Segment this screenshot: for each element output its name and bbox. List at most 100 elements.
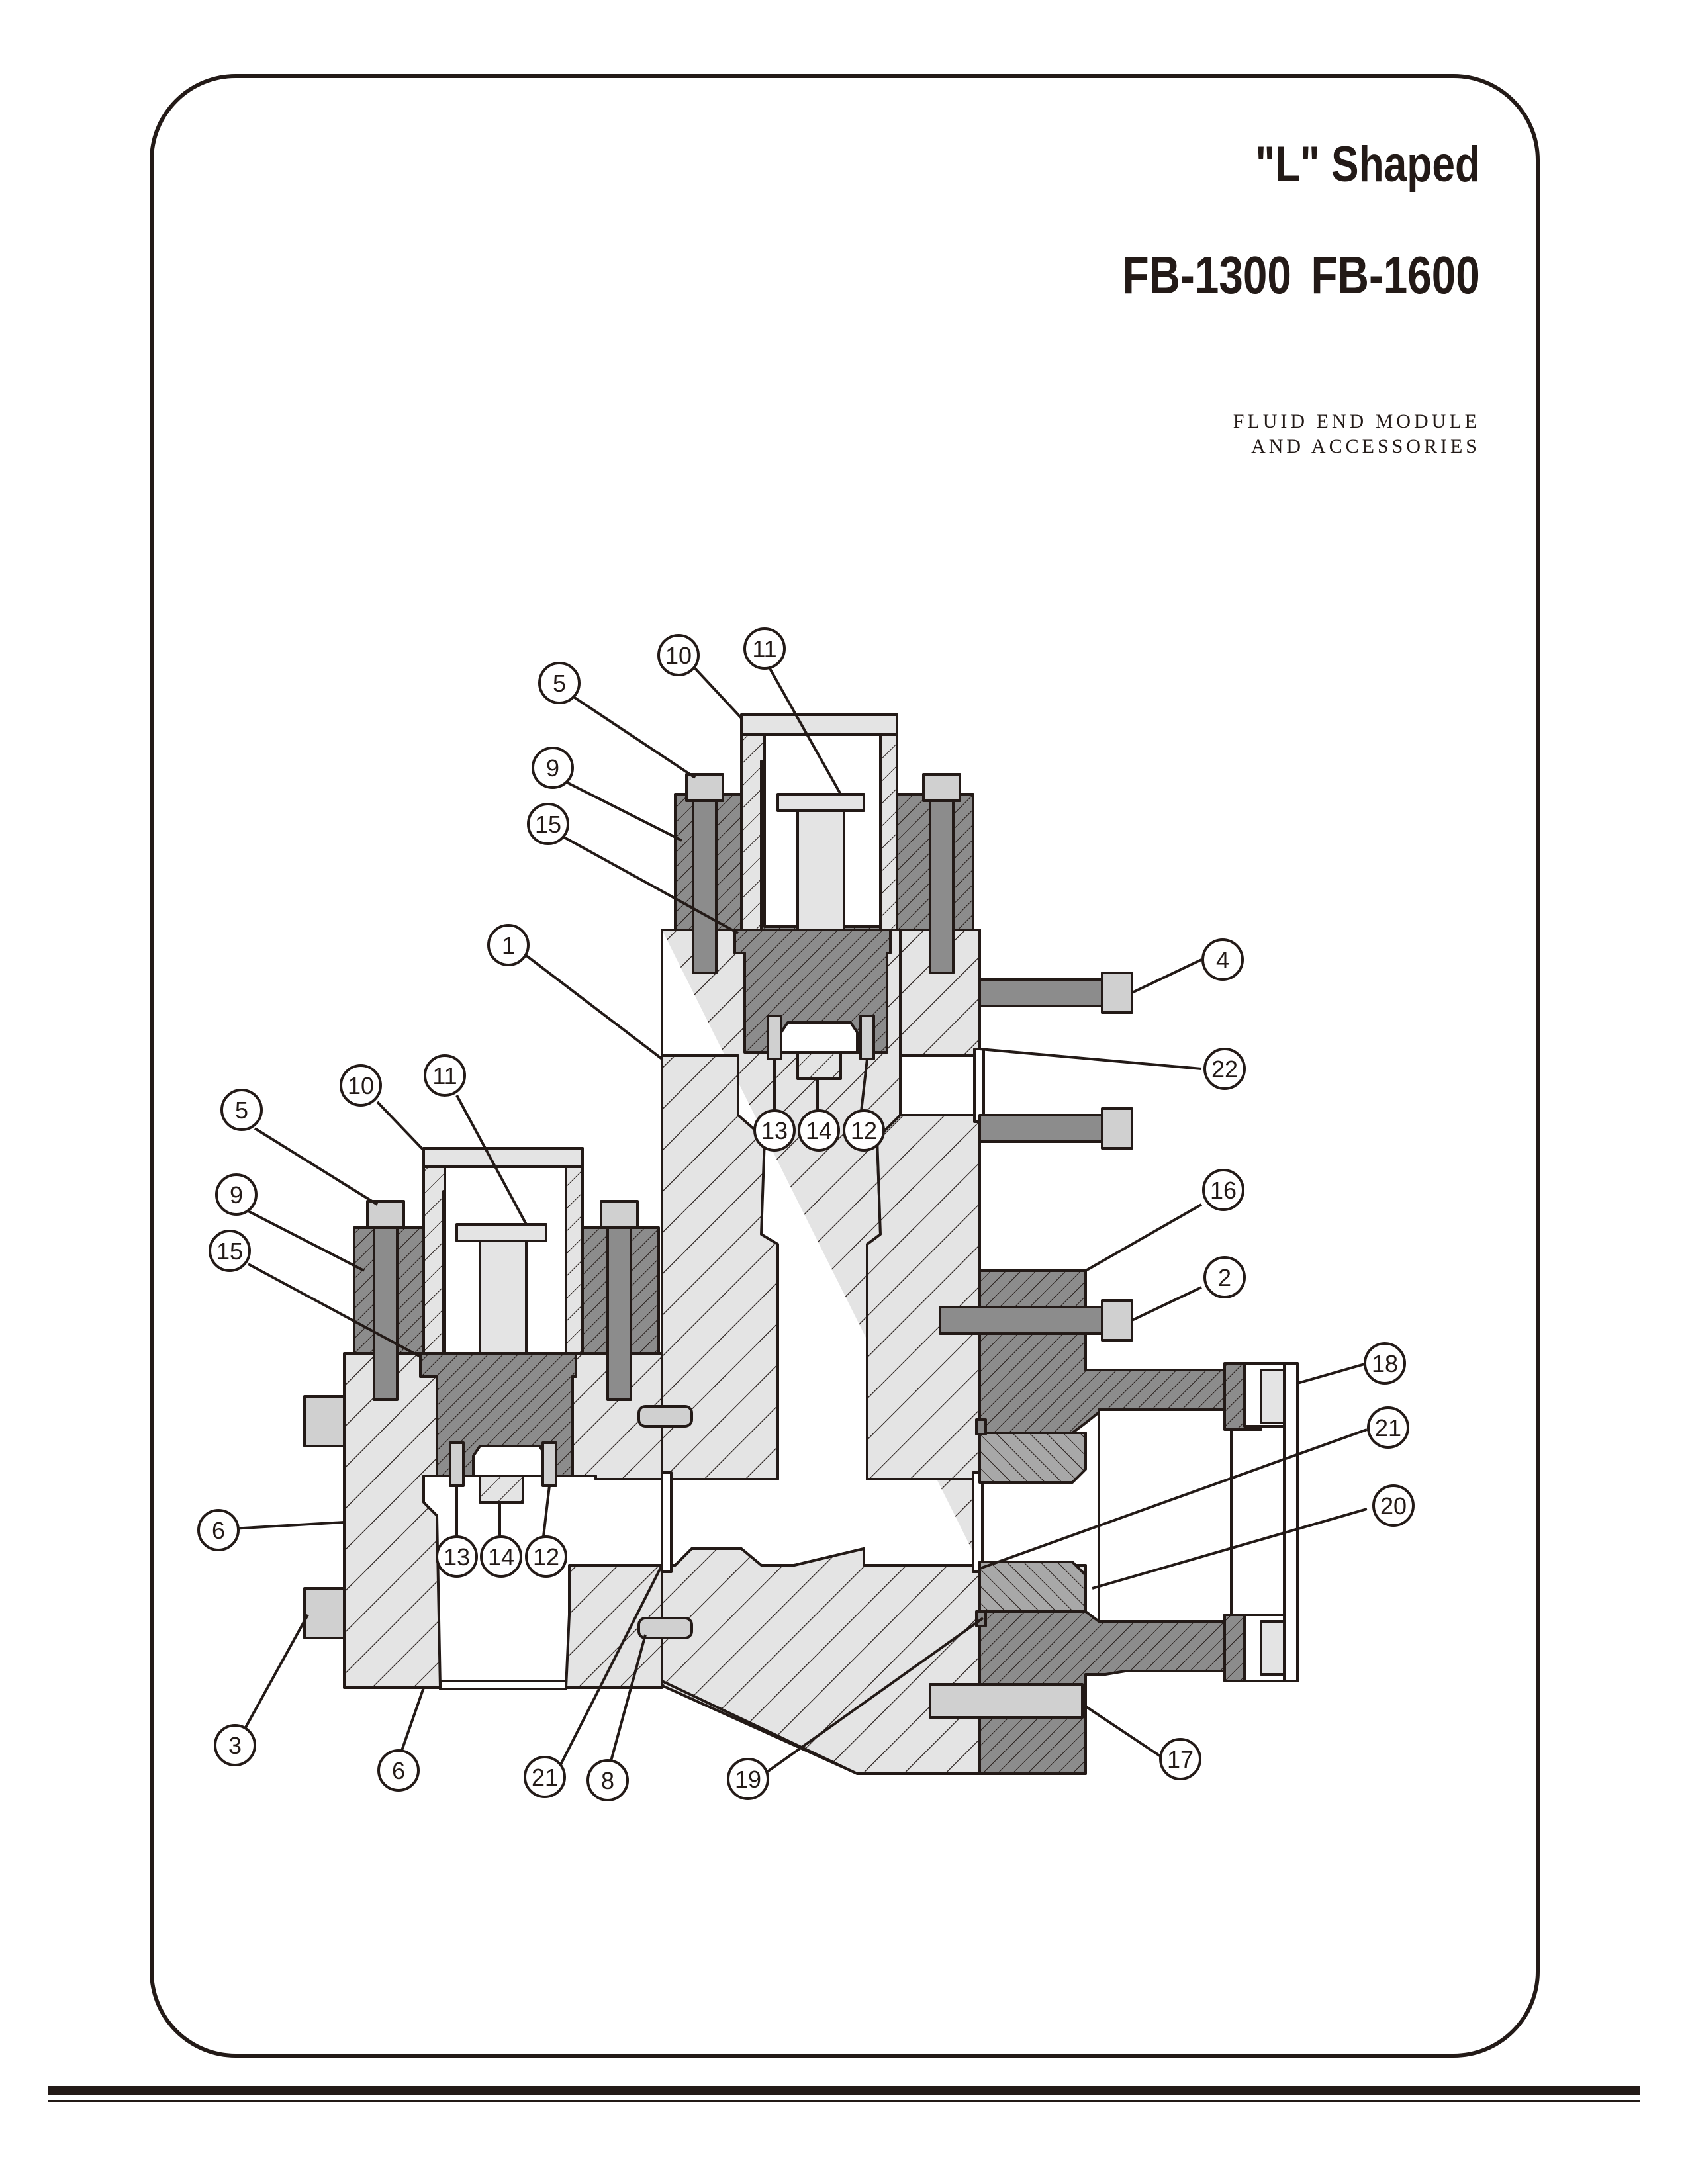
callout-4: 4 bbox=[1201, 938, 1244, 981]
callout-circle bbox=[798, 1109, 840, 1152]
upper-stud-nut-right bbox=[922, 773, 961, 802]
callout-12: 12 bbox=[843, 1109, 885, 1152]
page-border-frame bbox=[150, 74, 1540, 2058]
right-bolt-upper-nut bbox=[1101, 972, 1133, 1014]
lower-bolt-13 bbox=[449, 1441, 465, 1487]
callout-8: 8 bbox=[586, 1759, 629, 1801]
callout-1: 1 bbox=[487, 924, 530, 966]
callout-5: 5 bbox=[538, 662, 581, 704]
callout-10: 10 bbox=[657, 634, 700, 676]
callout-number: 14 bbox=[488, 1543, 514, 1570]
callout-18: 18 bbox=[1364, 1342, 1406, 1385]
callout-circle bbox=[215, 1173, 258, 1216]
lower-stud-right bbox=[606, 1200, 632, 1401]
upper-seal-cavity bbox=[780, 1021, 859, 1054]
callout-2: 2 bbox=[1203, 1256, 1246, 1298]
callout-circle bbox=[436, 1535, 478, 1578]
callout-number: 11 bbox=[432, 1062, 457, 1089]
callout-13: 13 bbox=[436, 1535, 478, 1578]
callout-12: 12 bbox=[525, 1535, 567, 1578]
callout-circle bbox=[657, 634, 700, 676]
upper-pin-14 bbox=[796, 1051, 842, 1080]
callout-21: 21 bbox=[524, 1756, 566, 1798]
main-body-right-column bbox=[866, 1114, 981, 1480]
callout-6: 6 bbox=[377, 1749, 420, 1792]
upper-stud-nut-left bbox=[685, 773, 724, 802]
lower-stem-cap bbox=[455, 1223, 547, 1242]
callout-circle bbox=[743, 627, 786, 670]
lower-stud-nut-left bbox=[366, 1200, 405, 1229]
callout-number: 9 bbox=[230, 1181, 243, 1208]
outlet-bore bbox=[1098, 1408, 1233, 1623]
callout-circle bbox=[532, 747, 574, 789]
right-bolt-lower bbox=[978, 1114, 1107, 1143]
callout-5: 5 bbox=[220, 1089, 263, 1131]
callout-number: 15 bbox=[535, 811, 561, 838]
subtitle-line-2: AND ACCESSORIES bbox=[1251, 435, 1480, 457]
page-title: "L" Shaped bbox=[1255, 136, 1480, 193]
callout-circle bbox=[209, 1230, 251, 1272]
callout-circle bbox=[487, 924, 530, 966]
footer-rule-thin bbox=[48, 2100, 1640, 2102]
callout-circle bbox=[480, 1535, 522, 1578]
callout-circle bbox=[1202, 1169, 1244, 1211]
callout-14: 14 bbox=[798, 1109, 840, 1152]
callout-circle bbox=[1203, 1048, 1246, 1090]
callout-13: 13 bbox=[753, 1109, 796, 1152]
discharge-stud-nut bbox=[1101, 1299, 1133, 1342]
callout-number: 3 bbox=[228, 1732, 242, 1759]
callout-17: 17 bbox=[1159, 1738, 1201, 1780]
inner-ring bbox=[978, 1432, 1087, 1484]
callout-21: 21 bbox=[1367, 1406, 1409, 1449]
callout-9: 9 bbox=[215, 1173, 258, 1216]
discharge-flange-lower bbox=[978, 1610, 1226, 1775]
callout-10: 10 bbox=[340, 1064, 382, 1107]
callout-circle bbox=[843, 1109, 885, 1152]
callout-number: 19 bbox=[735, 1766, 761, 1793]
lower-stud-left bbox=[373, 1200, 399, 1401]
callout-circle bbox=[753, 1109, 796, 1152]
upper-cover-top bbox=[740, 713, 898, 736]
callout-circle bbox=[220, 1089, 263, 1131]
side-bolt-lower bbox=[303, 1587, 346, 1639]
callout-6: 6 bbox=[197, 1509, 240, 1551]
callout-circle bbox=[525, 1535, 567, 1578]
lower-stem bbox=[479, 1230, 528, 1355]
callout-number: 17 bbox=[1167, 1746, 1194, 1773]
callout-number: 4 bbox=[1216, 946, 1229, 974]
callout-circle bbox=[1201, 938, 1244, 981]
discharge-stud bbox=[939, 1306, 1107, 1335]
callout-number: 5 bbox=[235, 1097, 248, 1124]
callout-number: 8 bbox=[601, 1767, 614, 1794]
callout-15: 15 bbox=[209, 1230, 251, 1272]
footer-rule-thick bbox=[48, 2086, 1640, 2095]
callout-circle bbox=[1367, 1406, 1409, 1449]
main-body-lower bbox=[661, 1547, 981, 1775]
outlet-ring-lower-inner bbox=[1260, 1620, 1286, 1676]
right-bolt-upper bbox=[978, 978, 1107, 1007]
callout-number: 5 bbox=[553, 670, 566, 697]
upper-stud-right bbox=[929, 773, 955, 974]
callout-number: 9 bbox=[546, 754, 559, 782]
callout-14: 14 bbox=[480, 1535, 522, 1578]
flange-bolt-17 bbox=[929, 1683, 1084, 1719]
callout-16: 16 bbox=[1202, 1169, 1244, 1211]
callout-circle bbox=[1159, 1738, 1201, 1780]
callout-number: 12 bbox=[851, 1117, 877, 1144]
callout-19: 19 bbox=[727, 1758, 769, 1800]
callout-circle bbox=[586, 1759, 629, 1801]
callout-circle bbox=[1203, 1256, 1246, 1298]
lower-pin-14 bbox=[479, 1475, 524, 1504]
seal-ring-21 bbox=[975, 1418, 987, 1435]
callout-circle bbox=[538, 662, 581, 704]
callout-number: 10 bbox=[348, 1072, 374, 1099]
outlet-seat bbox=[1283, 1362, 1299, 1682]
callout-number: 10 bbox=[665, 642, 692, 669]
callout-number: 20 bbox=[1380, 1492, 1407, 1520]
callout-number: 2 bbox=[1218, 1264, 1231, 1291]
callout-number: 6 bbox=[212, 1517, 225, 1544]
model-numbers: FB-1300 FB-1600 bbox=[1122, 246, 1480, 304]
callout-circle bbox=[524, 1756, 566, 1798]
lower-bolt-12 bbox=[541, 1441, 557, 1487]
